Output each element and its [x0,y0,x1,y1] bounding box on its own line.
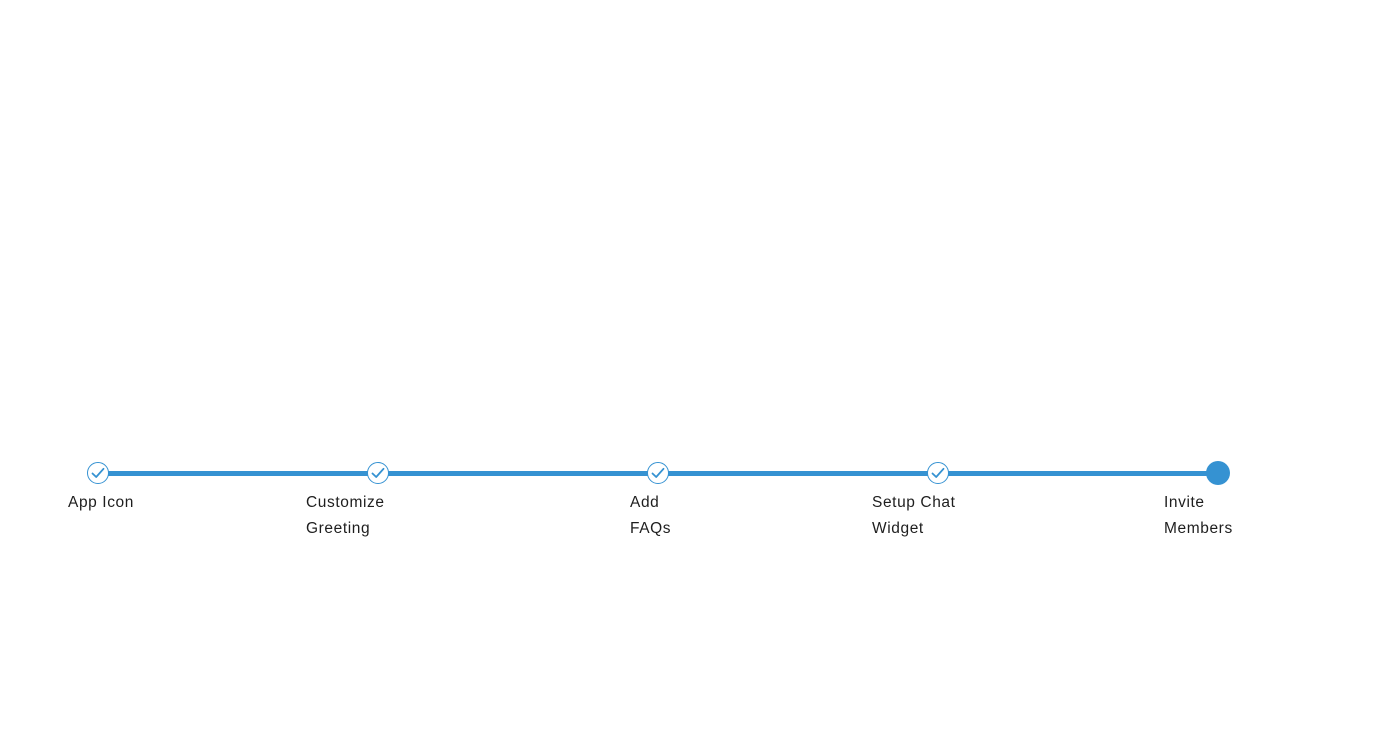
check-icon [651,467,665,478]
step-customize-greeting-marker[interactable] [367,462,389,484]
step-app-icon-label[interactable]: App Icon [68,494,134,511]
step-add-faqs-label[interactable]: Add FAQs [630,494,672,537]
step-invite-members-label[interactable]: Invite Members [1164,494,1233,537]
check-icon [931,467,945,478]
step-add-faqs-marker[interactable] [647,462,669,484]
step-setup-chat-widget-marker[interactable] [927,462,949,484]
step-app-icon-marker[interactable] [87,462,109,484]
step-customize-greeting-label[interactable]: Customize Greeting [306,494,385,537]
check-icon [371,467,385,478]
check-icon [91,467,105,478]
step-invite-members-marker[interactable] [1206,461,1230,485]
step-setup-chat-widget-label[interactable]: Setup Chat Widget [872,494,956,537]
